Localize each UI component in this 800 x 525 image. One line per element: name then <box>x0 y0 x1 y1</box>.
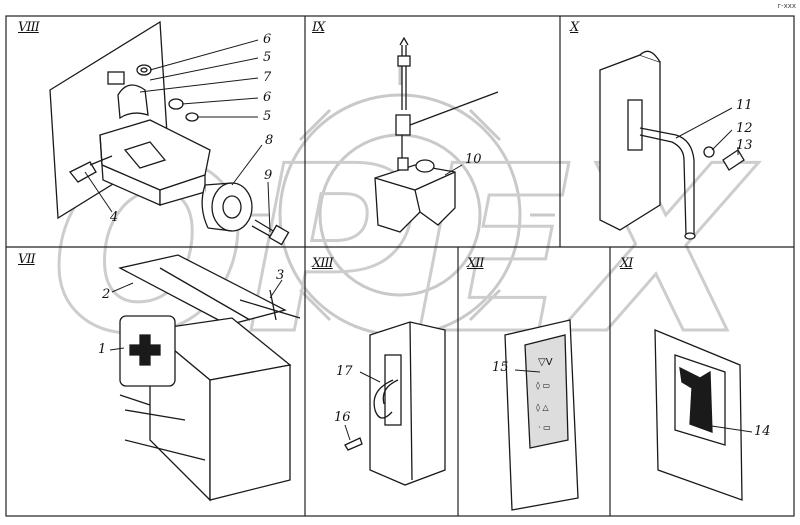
panel-label-xiii: XIII <box>312 256 334 271</box>
callout-7: 7 <box>263 70 272 85</box>
panel-x-drawing <box>599 50 745 240</box>
callout-15: 15 <box>492 360 509 375</box>
callout-5a: 5 <box>263 50 272 65</box>
callout-12: 12 <box>736 121 753 136</box>
callout-6a: 6 <box>263 32 272 47</box>
svg-text:◊ △: ◊ △ <box>536 403 549 412</box>
callout-16: 16 <box>334 410 351 425</box>
panel-vii-drawing <box>118 254 301 502</box>
callout-11: 11 <box>736 98 753 113</box>
svg-text:▽V: ▽V <box>538 357 553 368</box>
callout-10: 10 <box>465 152 482 167</box>
callout-6b: 6 <box>263 90 272 105</box>
callout-17: 17 <box>336 364 353 379</box>
panel-xiii-drawing <box>344 321 446 486</box>
panel-ix-drawing <box>374 36 499 233</box>
panel-label-viii: VIII <box>18 20 40 35</box>
panel-viii-drawing <box>49 20 290 246</box>
panel-label-xii: XII <box>467 256 485 271</box>
panel-grid <box>5 15 795 517</box>
panel-label-x: X <box>570 20 579 35</box>
panel-label-ix: IX <box>312 20 325 35</box>
corner-mark: г-ххх <box>777 2 796 10</box>
callout-9: 9 <box>264 168 273 183</box>
panel-xi-drawing <box>654 329 743 501</box>
callout-8: 8 <box>265 133 274 148</box>
callout-leader-lines <box>84 39 753 441</box>
callout-13: 13 <box>736 138 753 153</box>
callout-3: 3 <box>276 268 285 283</box>
callout-14: 14 <box>754 424 771 439</box>
panel-xii-drawing: ▽V ◊ ▭ ◊ △ · ▭ <box>504 319 579 511</box>
callout-4: 4 <box>110 210 119 225</box>
callout-1: 1 <box>98 342 107 357</box>
callout-2: 2 <box>102 287 111 302</box>
svg-text:◊ ▭: ◊ ▭ <box>536 381 550 390</box>
panel-label-vii: VII <box>18 252 36 267</box>
svg-text:· ▭: · ▭ <box>538 423 551 432</box>
callout-5b: 5 <box>263 109 272 124</box>
panel-label-xi: XI <box>620 256 633 271</box>
